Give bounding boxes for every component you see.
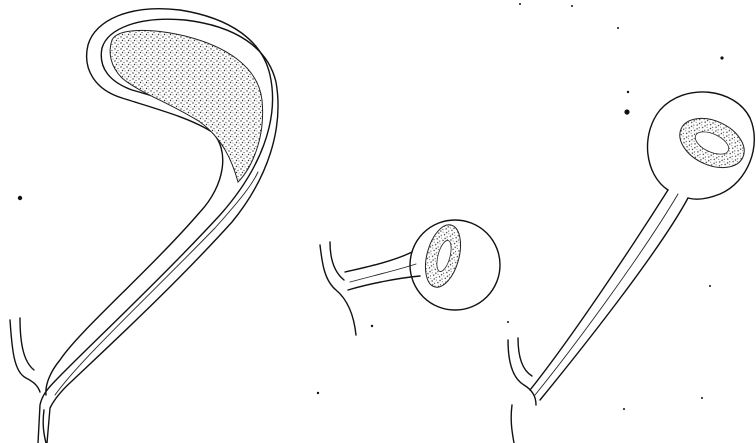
long-stalk-canal	[535, 194, 678, 395]
long-stalk-left-wall	[530, 190, 668, 390]
short-stalk-lower-wall	[348, 276, 420, 290]
speck	[317, 392, 319, 394]
speck	[18, 196, 22, 200]
short-stalk-upper-wall	[345, 252, 412, 272]
hooked-stalk	[10, 9, 278, 443]
short-stalk-base-branch-inner	[330, 242, 344, 280]
long-stalk-base-left-branch	[508, 340, 536, 405]
hooked-stalk-base-left-branch-inner	[20, 318, 34, 370]
speck	[617, 27, 619, 29]
hooked-stalk-cavity	[110, 30, 262, 182]
speck	[701, 397, 703, 399]
long-stalk-right-wall	[540, 198, 688, 400]
speck	[571, 5, 573, 7]
short-stalk-with-ring	[320, 220, 500, 335]
short-stalk-base-branch	[320, 245, 356, 335]
speck	[624, 109, 629, 114]
speck	[519, 3, 521, 5]
long-stalk-base-right-branch	[511, 405, 514, 443]
hooked-stalk-base-right-branch	[43, 410, 46, 443]
speck	[623, 408, 625, 410]
speck	[371, 325, 373, 327]
speck	[720, 56, 723, 59]
speck	[709, 285, 711, 287]
short-stalk-canal	[350, 264, 416, 282]
speck	[627, 91, 629, 93]
long-stalk-base-left-branch-inner	[518, 338, 532, 376]
long-stalk-with-ring	[508, 92, 754, 443]
speck	[507, 321, 509, 323]
